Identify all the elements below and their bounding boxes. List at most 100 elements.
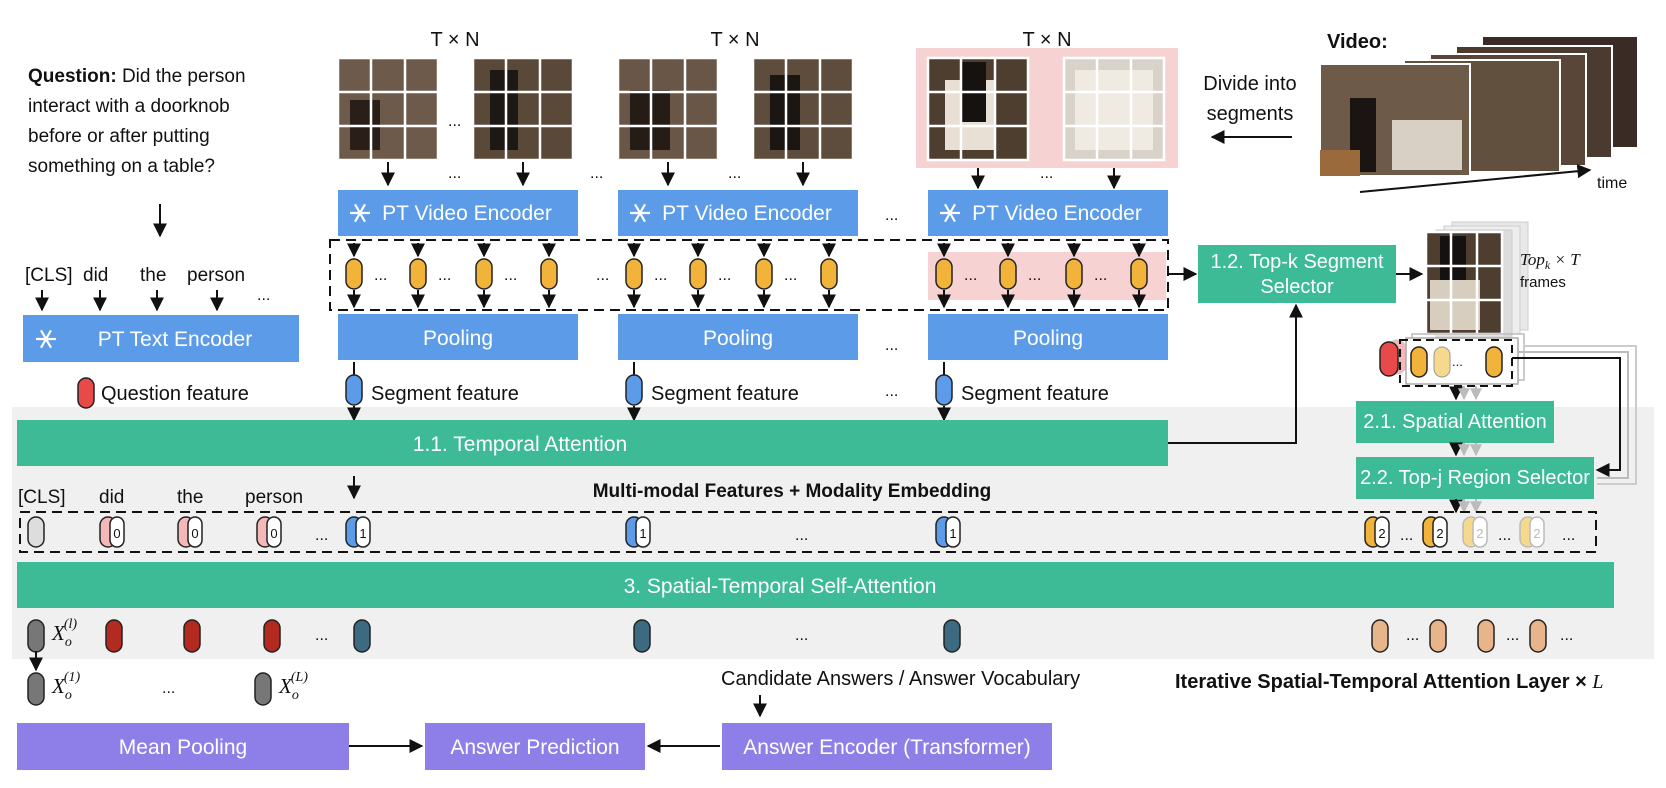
modality-id-badge (1374, 516, 1390, 548)
modality-id: 1 (359, 526, 366, 541)
xL-token (254, 672, 272, 706)
frame-token-ellipsis: ... (596, 267, 609, 284)
out-ellipsis: ... (1560, 627, 1573, 644)
temporal-attention-label: 1.1. Temporal Attention (413, 433, 627, 456)
token-the: the (140, 265, 166, 286)
frame-token (409, 258, 427, 290)
multimodal-tokens-box (19, 511, 1597, 553)
token-person: person (187, 265, 245, 286)
frame-token (999, 258, 1017, 290)
token-did: did (83, 265, 108, 286)
candidate-answers-label: Candidate Answers / Answer Vocabulary (721, 668, 1080, 690)
mm-token-cls: [CLS] (18, 487, 66, 508)
out-token-segment (353, 619, 371, 653)
out-token-segment (633, 619, 651, 653)
question-feature-token (77, 377, 95, 409)
time-arrow (1359, 164, 1592, 193)
out-ellipsis: ... (795, 627, 808, 644)
text-encoder-box (23, 315, 299, 362)
spatial-attention-label: 2.1. Spatial Attention (1363, 411, 1546, 433)
output-xL: Xo(L) (278, 670, 308, 703)
modality-id: 1 (639, 526, 646, 541)
divide-label-2: segments (1207, 103, 1294, 125)
mm-ellipsis: ... (1562, 527, 1575, 544)
out-token-text (183, 619, 201, 653)
x1-token (27, 672, 45, 706)
segment-feature-label-2: Segment feature (651, 383, 799, 405)
snowflake-icon (36, 329, 56, 349)
answer-encoder-label: Answer Encoder (Transformer) (743, 736, 1030, 759)
modality-id: 2 (1436, 526, 1443, 541)
out-token-region (1371, 619, 1389, 653)
modality-id: 0 (191, 526, 198, 541)
topk-selector-line-2: Selector (1260, 276, 1334, 298)
modality-id: 2 (1476, 526, 1483, 541)
segment-feature-token-2 (625, 374, 643, 406)
token-ellipsis: ... (257, 287, 270, 304)
frame-token-ellipsis: ... (964, 267, 977, 284)
selected-tokens-highlight (928, 252, 1166, 300)
segment-feature-token-1 (345, 374, 363, 406)
frame-token-ellipsis: ... (438, 267, 451, 284)
frame-token (935, 258, 953, 290)
frame-token (755, 258, 773, 290)
frame-token-ellipsis: ... (374, 267, 387, 284)
mm-ellipsis: ... (315, 527, 328, 544)
mm-token-person: person (245, 487, 303, 508)
pooling-2-label: Pooling (703, 327, 773, 350)
segment-feature-label-1: Segment feature (371, 383, 519, 405)
st-self-attention-box (17, 562, 1614, 608)
frame-token-ellipsis: ... (718, 267, 731, 284)
segment-feature-token-3 (935, 374, 953, 406)
frame-token (345, 258, 363, 290)
frame-token-ellipsis: ... (654, 267, 667, 284)
pooling-3 (928, 314, 1168, 360)
frame-token (475, 258, 493, 290)
iterative-layer-label: Iterative Spatial-Temporal Attention Lay… (1175, 671, 1603, 693)
multimodal-title: Multi-modal Features + Modality Embeddin… (593, 481, 992, 502)
frame-token (540, 258, 558, 290)
output-tokens: ............... (27, 619, 1573, 653)
topk-segment-selector (1198, 245, 1396, 303)
frame-token (1130, 258, 1148, 290)
answer-encoder-box (722, 723, 1052, 770)
outputs-ellipsis: ... (162, 680, 175, 697)
divide-label-1: Divide into (1203, 73, 1296, 95)
modality-id-badge (945, 516, 961, 548)
out-token-region (1429, 619, 1447, 653)
frame-tokens: .............................. (345, 243, 1148, 309)
frames-ellipsis-3: ... (728, 165, 741, 182)
svg-text:...: ... (1452, 354, 1463, 369)
topk-frames-math: Topk × T (1520, 250, 1581, 272)
svg-text:PT Video Encoder: PT Video Encoder (662, 202, 832, 225)
answer-prediction-label: Answer Prediction (450, 736, 619, 759)
region-tokens-group: ... (1379, 333, 1525, 387)
video-encoder-1: PT Video Encoder (338, 190, 578, 236)
modality-id-badge (635, 516, 651, 548)
out-token-region (1529, 619, 1547, 653)
token-cls: [CLS] (25, 265, 73, 286)
video-encoder-3: PT Video Encoder (928, 190, 1168, 236)
mm-ellipsis: ... (795, 527, 808, 544)
encoders-ellipsis: ... (885, 207, 898, 224)
question-line-3: before or after putting (28, 126, 210, 147)
out-token-region (1477, 619, 1495, 653)
segments-ellipsis-top: ... (590, 165, 603, 182)
svg-text:PT Video Encoder: PT Video Encoder (382, 202, 552, 225)
output-xl: Xo(l) (51, 617, 77, 650)
modality-id: 2 (1533, 526, 1540, 541)
segment-feature-label-3: Segment feature (961, 383, 1109, 405)
out-ellipsis: ... (1406, 627, 1419, 644)
question-line-2: interact with a doorknob (28, 96, 230, 117)
frames-ellipsis-4: ... (1040, 165, 1053, 182)
question-feature-label: Question feature (101, 383, 249, 405)
segment-3-header: T × N (1022, 29, 1071, 51)
text-encoder-label: PT Text Encoder (98, 328, 252, 351)
out-ellipsis: ... (1506, 627, 1519, 644)
mm-token-cls-pill (27, 516, 45, 548)
output-x1: Xo(1) (51, 670, 80, 703)
topk-selector-line-1: 1.2. Top-k Segment (1210, 251, 1384, 273)
modality-id-badge (266, 516, 282, 548)
